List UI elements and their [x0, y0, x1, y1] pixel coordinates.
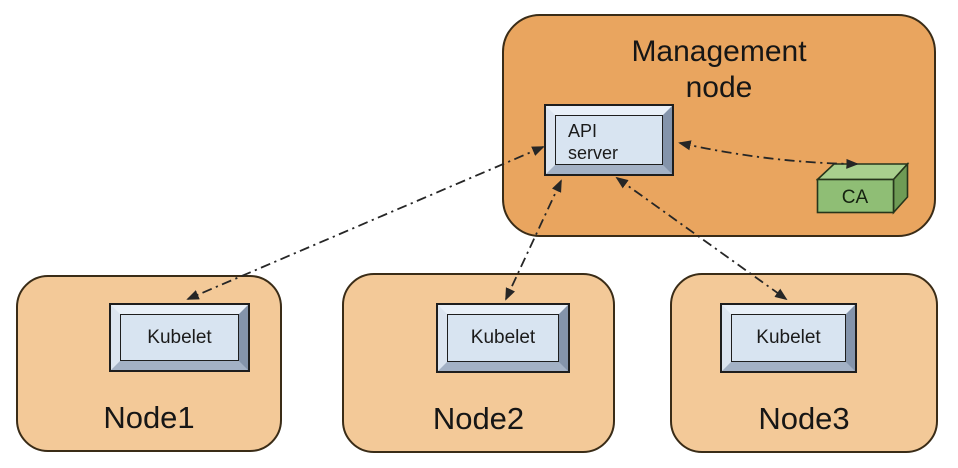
- kubelet-face: Kubelet: [447, 314, 559, 362]
- node-label-2: Node2: [432, 401, 525, 436]
- kubelet-label-3: Kubelet: [756, 327, 821, 348]
- management-node-title-text: Management node: [631, 35, 807, 104]
- node-label-3: Node3: [758, 401, 850, 436]
- node-box-2: Kubelet Node2: [342, 273, 615, 453]
- ca-label: CA: [842, 187, 869, 208]
- kubelet-bevel: Kubelet: [111, 305, 248, 370]
- kubelet-label-1: Kubelet: [147, 326, 212, 348]
- api-server-label: API server: [568, 121, 619, 163]
- kubelet-box-2: Kubelet: [436, 303, 570, 373]
- kubelet-box-3: Kubelet: [720, 303, 857, 373]
- api-server-face: API server: [555, 115, 663, 165]
- node-box-1: Kubelet Node1: [16, 275, 282, 452]
- api-server-box: API server: [544, 104, 674, 176]
- ca-top-face: [816, 163, 910, 181]
- node-label-1: Node1: [103, 400, 195, 435]
- kubelet-bevel: Kubelet: [722, 305, 855, 371]
- kubelet-box-1: Kubelet: [109, 303, 250, 372]
- api-server-bevel: API server: [546, 106, 672, 174]
- kubelet-face: Kubelet: [120, 314, 239, 361]
- kubelet-label-2: Kubelet: [470, 327, 536, 348]
- ca-box: CA: [816, 162, 910, 215]
- kubelet-face: Kubelet: [731, 314, 846, 362]
- node-box-3: Kubelet Node3: [670, 273, 938, 453]
- kubelet-bevel: Kubelet: [438, 305, 568, 371]
- management-node-title: Management node: [504, 34, 934, 106]
- management-node-box: Management node API server CA: [502, 14, 936, 237]
- ca-front-face: [816, 178, 895, 214]
